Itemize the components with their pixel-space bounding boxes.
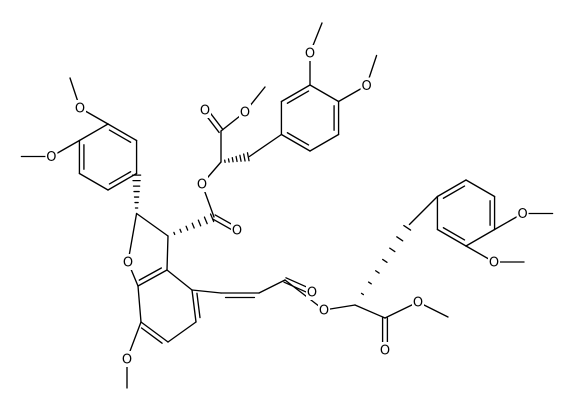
stereo-hashed-bond-c3 bbox=[173, 213, 215, 236]
ring-aryl-bottom-right-bond bbox=[436, 179, 467, 198]
bond-chain bbox=[258, 279, 286, 294]
oxygen-atom-label-bg bbox=[306, 284, 318, 300]
oxygen-atom-label: O bbox=[75, 102, 85, 117]
oxygen-atom-label-bg bbox=[199, 102, 211, 118]
ring-aryl-top-right-bond bbox=[309, 84, 340, 103]
ring-aryl-top-right-bond bbox=[309, 133, 340, 152]
oxygen-atom-label: O bbox=[240, 106, 250, 121]
stereo-hashed-bond-c2 bbox=[131, 174, 142, 209]
oxygen-atom-label: O bbox=[361, 79, 371, 94]
oxygen-atom-label-bg bbox=[412, 294, 424, 310]
oxygen-atom-label: O bbox=[305, 47, 315, 62]
bond-benzo-c4-c5-second bbox=[196, 292, 201, 319]
oxygen-atom-label-bg bbox=[122, 254, 134, 270]
bond-benzo-c6-c7 bbox=[140, 321, 169, 343]
oxygen-atom-label-bg bbox=[231, 222, 243, 238]
oxygen-atom-label-bg bbox=[45, 148, 58, 165]
bond-benzo-c7a-c3a bbox=[137, 269, 168, 287]
oxygen-atom-label: O bbox=[232, 224, 242, 239]
oxygen-atom-label: O bbox=[413, 296, 423, 311]
ring-aryl-top-left-bond bbox=[107, 172, 138, 191]
bond-ester bbox=[284, 279, 325, 311]
oxygen-atom-label: O bbox=[200, 104, 210, 119]
oxygen-atom-label: O bbox=[123, 256, 133, 271]
oxygen-atom-label: O bbox=[307, 286, 317, 301]
stereo-hashed-bond-upper bbox=[224, 152, 250, 163]
ring-aryl-bottom-right-inner-bond bbox=[442, 227, 466, 241]
bond-benzo bbox=[137, 285, 142, 323]
oxygen-atom-label: O bbox=[122, 353, 132, 368]
bond-benzo bbox=[167, 321, 197, 343]
bond-benzo-c7a-c3a-second bbox=[138, 267, 163, 281]
oxygen-atom-label-bg bbox=[196, 176, 208, 192]
oxygen-atom-label-bg bbox=[488, 254, 500, 270]
oxygen-atom-label-bg bbox=[304, 45, 316, 61]
ring-aryl-top-left-bond bbox=[78, 172, 109, 191]
bond-chain bbox=[354, 304, 386, 319]
oxygen-atom-label: O bbox=[46, 150, 56, 165]
bond-vinyl bbox=[191, 289, 222, 294]
bond-benzyl bbox=[408, 195, 439, 226]
bond-furan bbox=[166, 235, 169, 271]
bond-benzo-c4-c5 bbox=[191, 289, 197, 323]
ring-aryl-top-right-bond bbox=[280, 133, 311, 152]
ring-aryl-top-left-bond bbox=[78, 123, 109, 142]
ring-aryl-top-left-inner-bond bbox=[108, 129, 132, 143]
stereo-hashed-bond-lower bbox=[360, 224, 412, 296]
oxygen-atom-label-bg bbox=[74, 100, 86, 116]
ring-aryl-bottom-right-bond bbox=[436, 228, 467, 247]
ring-aryl-top-left-inner-bond bbox=[108, 171, 132, 185]
bond-benzo bbox=[166, 269, 193, 291]
oxygen-atom-label-bg bbox=[516, 205, 529, 222]
ring-aryl-top-right-inner-bond bbox=[286, 90, 310, 104]
oxygen-atom-label: O bbox=[319, 304, 329, 319]
oxygen-atom-label: O bbox=[197, 178, 207, 193]
oxygen-atom-label-bg bbox=[360, 77, 373, 94]
bond-furan bbox=[135, 212, 169, 237]
ring-aryl-top-right-bond bbox=[280, 84, 311, 103]
bond-benzyl bbox=[248, 133, 283, 158]
oxygen-atom-label-bg bbox=[379, 342, 391, 358]
oxygen-atom-label-bg bbox=[318, 302, 330, 318]
bond-furan bbox=[127, 212, 138, 263]
bond-benzo-c6-c7-second bbox=[140, 327, 163, 344]
oxygen-atom-label-bg bbox=[121, 351, 133, 367]
ring-aryl-top-right-inner-bond bbox=[286, 132, 310, 146]
ring-aryl-bottom-right-bond bbox=[465, 179, 496, 198]
oxygen-atom-label: O bbox=[517, 207, 527, 222]
ring-aryl-bottom-right-bond bbox=[465, 228, 496, 247]
oxygen-atom-label-bg bbox=[239, 104, 251, 120]
ring-aryl-top-left-bond bbox=[107, 123, 138, 142]
ring-aryl-bottom-right-inner-bond bbox=[442, 185, 466, 199]
oxygen-atom-label: O bbox=[380, 344, 390, 359]
oxygen-atom-label: O bbox=[489, 256, 499, 271]
